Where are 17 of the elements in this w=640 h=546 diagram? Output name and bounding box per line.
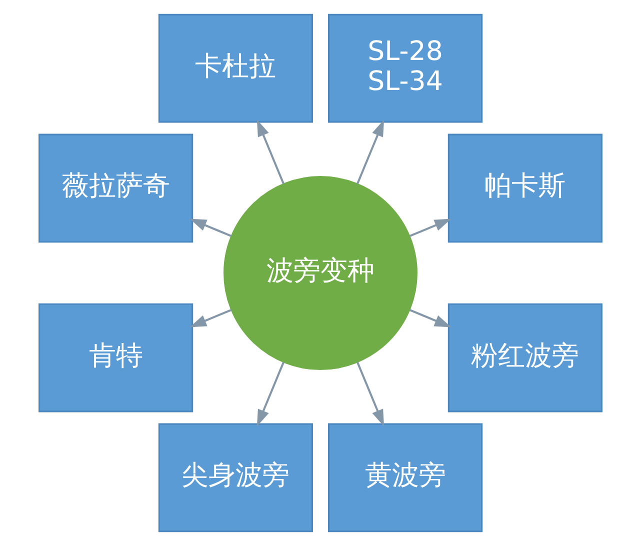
arrow — [356, 362, 384, 426]
arrow — [189, 308, 232, 328]
node-box: 肯特 — [38, 303, 193, 412]
node-box: 卡杜拉 — [158, 14, 313, 123]
node-circle: 波旁变种 — [222, 176, 417, 370]
node-box: SL-28 SL-34 — [327, 14, 482, 123]
node-box: 黄波旁 — [327, 423, 482, 532]
arrow — [256, 362, 284, 426]
node-box: 帕卡斯 — [447, 134, 602, 243]
arrow — [356, 120, 384, 184]
arrow — [189, 218, 232, 238]
arrow — [408, 308, 451, 328]
node-box: 粉红波旁 — [447, 303, 602, 412]
node-box: 尖身波旁 — [158, 423, 313, 532]
arrow — [256, 120, 284, 184]
arrow — [408, 218, 451, 238]
node-box: 薇拉萨奇 — [38, 134, 193, 243]
